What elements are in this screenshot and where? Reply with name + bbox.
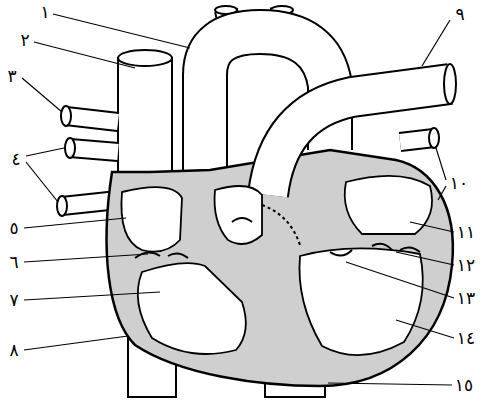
- heart-chambers: [121, 176, 432, 355]
- callout-number: ١٣: [457, 290, 475, 307]
- callout-number: ١٤: [457, 330, 475, 347]
- callout-number: ٤: [11, 151, 20, 168]
- callout-number: ٧: [9, 292, 18, 309]
- callout-number: ٨: [9, 342, 18, 359]
- vena-cava: [118, 50, 172, 183]
- callout-number: ١٥: [455, 377, 473, 394]
- callout-number: ١٢: [457, 257, 475, 274]
- pulmonary-artery: [268, 64, 456, 195]
- leader-line: [22, 14, 454, 385]
- callout-number: ١: [40, 4, 49, 21]
- callout-number: ٩: [455, 6, 464, 23]
- callout-number: ٦: [9, 254, 18, 271]
- heart-valves: [135, 205, 420, 258]
- callout-number: ٣: [7, 68, 16, 85]
- callout-number: ٢: [20, 32, 29, 49]
- callout-number: ١٠: [450, 175, 468, 192]
- callout-number: ١١: [457, 224, 475, 241]
- callout-number: ٥: [9, 220, 18, 237]
